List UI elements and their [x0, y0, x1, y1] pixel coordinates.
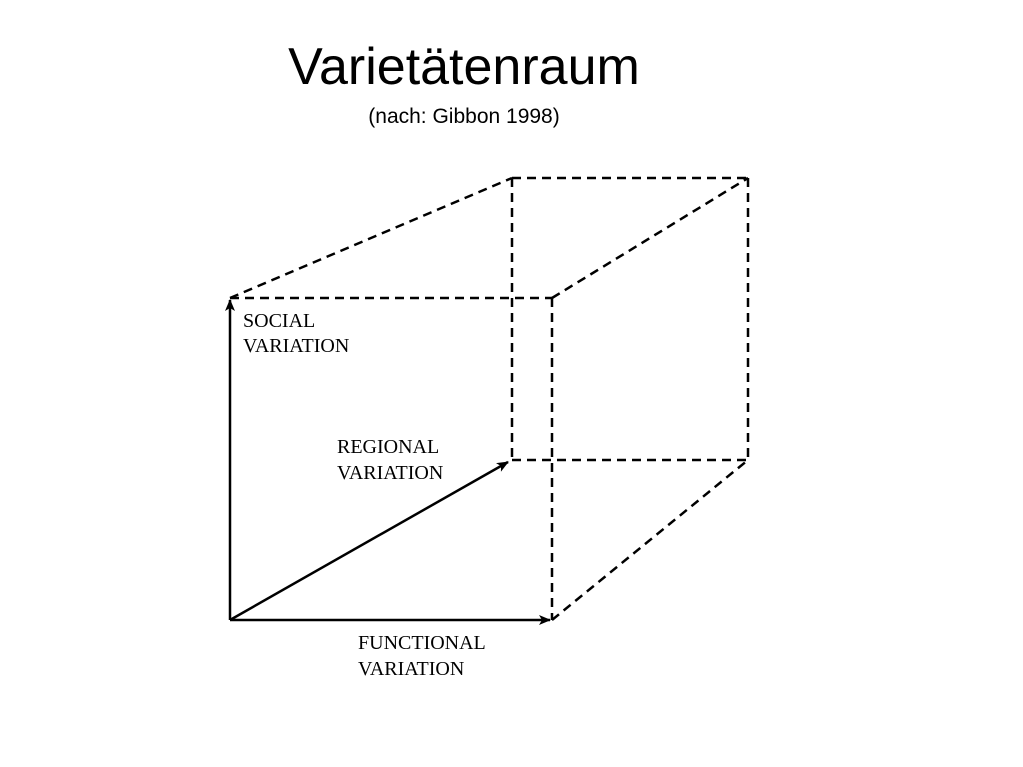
- axis-arrows: [225, 299, 551, 625]
- cube-dashed-edges: [229, 176, 750, 621]
- functional-axis-label-line2: VARIATION: [358, 658, 464, 680]
- functional-axis-label-line1: FUNCTIONAL: [358, 632, 486, 654]
- regional-axis-label-line2: VARIATION: [337, 462, 443, 484]
- slide-title: Varietätenraum: [288, 38, 640, 96]
- social-axis-label-line2: VARIATION: [243, 335, 349, 357]
- regional-axis-label-line1: REGIONAL: [337, 436, 439, 458]
- cube-edge-depth-top-right: [551, 176, 749, 300]
- cube-edge-depth-bottom-right: [551, 459, 749, 621]
- slide-subtitle: (nach: Gibbon 1998): [368, 105, 560, 128]
- social-axis-label-line1: SOCIAL: [243, 310, 315, 332]
- regional-axis-arrow: [229, 460, 509, 622]
- cube-edge-depth-top-left: [229, 176, 513, 300]
